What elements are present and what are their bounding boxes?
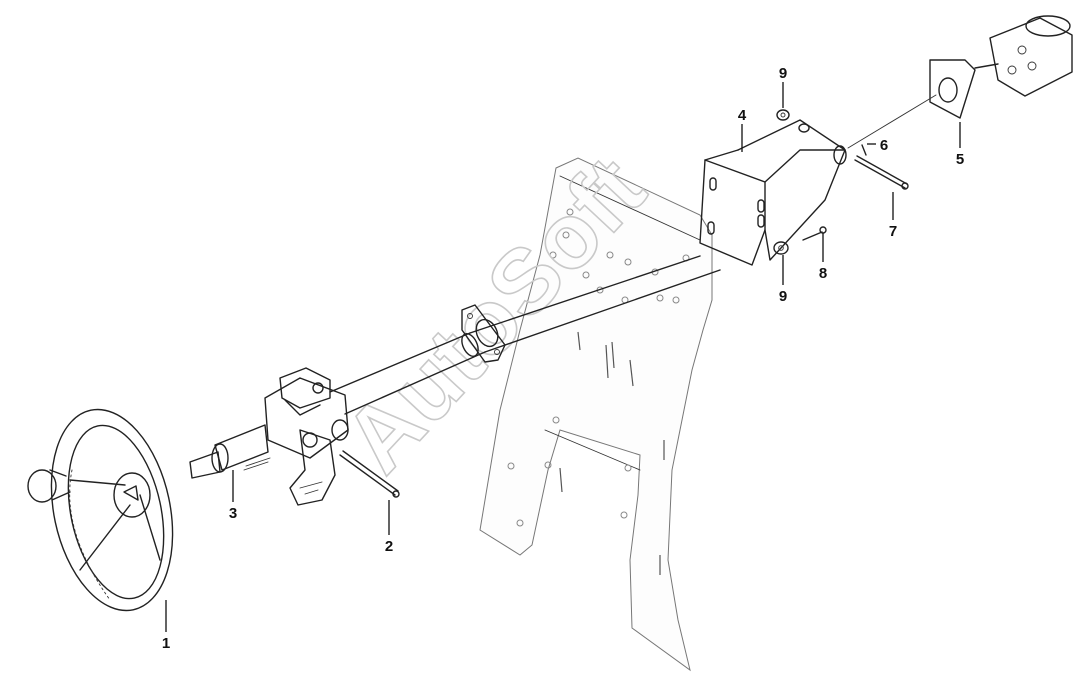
- callout-7: 7: [889, 223, 897, 240]
- column-housing: [264, 367, 349, 506]
- steering-column-tube: [329, 255, 721, 415]
- support-bracket: [699, 119, 847, 266]
- callout-labels: 1 2 3 4 5 6 7 8 9 9: [162, 65, 964, 652]
- callout-5: 5: [956, 151, 964, 168]
- bracket-bolt: [854, 155, 909, 190]
- callout-3: 3: [229, 505, 237, 522]
- callout-9-bottom: 9: [779, 288, 787, 305]
- lower-shaft-coupler: [189, 424, 271, 479]
- column-flange: [461, 304, 506, 363]
- housing-bolt: [339, 450, 400, 498]
- callout-6: 6: [880, 137, 888, 154]
- callout-2: 2: [385, 538, 393, 555]
- callout-4: 4: [738, 107, 747, 124]
- steering-valve: [847, 15, 1073, 149]
- callout-9-top: 9: [779, 65, 787, 82]
- washers: [773, 109, 790, 255]
- callout-leaders: [165, 82, 961, 632]
- callout-1: 1: [162, 635, 170, 652]
- roll-pin: [861, 144, 867, 156]
- steering-wheel: [27, 408, 174, 612]
- callout-8: 8: [819, 265, 827, 282]
